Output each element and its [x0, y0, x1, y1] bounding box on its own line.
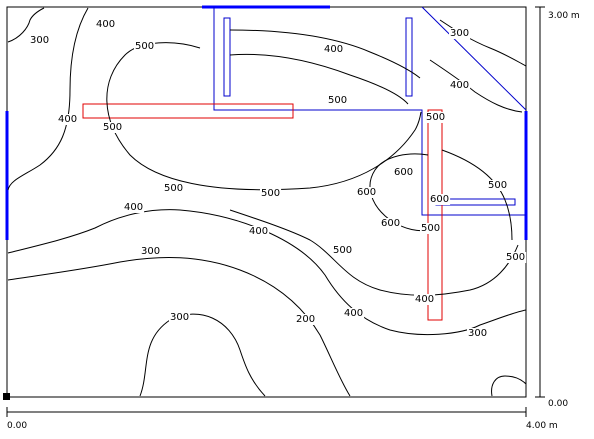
- y-dimension: [535, 6, 545, 398]
- contour-label: 400: [58, 114, 77, 125]
- isoline-500-top: [229, 53, 409, 105]
- contour-label: 400: [249, 226, 268, 237]
- contour-label-background: [429, 194, 451, 205]
- y-bottom-label: 0.00: [548, 399, 568, 409]
- contour-label: 300: [170, 312, 189, 323]
- contour-label: 600: [357, 187, 376, 198]
- shelf-right: [405, 17, 413, 97]
- furniture: [213, 6, 527, 216]
- isoline-300-topright: [439, 19, 527, 67]
- luminaire-horizontal: [82, 103, 294, 119]
- contour-label-background: [29, 35, 51, 46]
- contour-label: 500: [164, 183, 183, 194]
- contour-label-background: [134, 41, 156, 52]
- contour-label-background: [248, 226, 270, 237]
- contour-label: 500: [333, 245, 352, 256]
- isoline-400-top: [229, 29, 421, 79]
- contour-label: 500: [426, 112, 445, 123]
- contour-label-background: [323, 44, 345, 55]
- contour-label-background: [295, 314, 317, 325]
- contour-label: 500: [328, 95, 347, 106]
- x-dimension: [6, 407, 527, 417]
- contour-label: 600: [430, 194, 449, 205]
- contour-label: 400: [96, 19, 115, 30]
- contour-label-background: [380, 218, 402, 229]
- contour-label-background: [102, 122, 124, 133]
- contour-label: 300: [30, 35, 49, 46]
- contour-label-background: [95, 19, 117, 30]
- contour-label-background: [420, 223, 442, 234]
- isoline-300-bottomright: [491, 375, 527, 397]
- contour-label-background: [449, 80, 471, 91]
- y-top-label: 3.00 m: [548, 11, 580, 21]
- contour-label: 600: [394, 167, 413, 178]
- isoline-500-right: [441, 149, 513, 241]
- contour-label-background: [260, 188, 282, 199]
- shelf-left: [223, 17, 231, 97]
- contour-label: 500: [421, 223, 440, 234]
- contour-label: 400: [344, 308, 363, 319]
- contour-label: 400: [324, 44, 343, 55]
- diagonal-wall: [421, 6, 527, 111]
- contour-label-background: [487, 180, 509, 191]
- contour-label: 500: [488, 180, 507, 191]
- x-end-label: 4.00 m: [526, 421, 558, 431]
- contour-label: 300: [141, 246, 160, 257]
- contour-label: 600: [381, 218, 400, 229]
- contour-label-background: [425, 112, 447, 123]
- contour-label-background: [123, 202, 145, 213]
- isoline-200: [139, 313, 266, 397]
- contour-labels: 300 400 500 400 500 400 500 300 400 500 …: [29, 19, 527, 339]
- contour-label: 500: [506, 252, 525, 263]
- contour-label-background: [467, 328, 489, 339]
- contour-label-background: [163, 183, 185, 194]
- contour-label: 400: [415, 294, 434, 305]
- contour-label: 500: [103, 122, 122, 133]
- contour-label-background: [169, 312, 191, 323]
- origin-marker: [3, 393, 10, 400]
- x-start-label: 0.00: [7, 421, 27, 431]
- contour-label-background: [327, 95, 349, 106]
- luminaire-vertical: [427, 109, 443, 321]
- isoline-300-middle: [7, 256, 351, 397]
- contour-label: 300: [468, 328, 487, 339]
- isoline-500-left: [106, 42, 422, 191]
- contour-label-background: [332, 245, 354, 256]
- contour-label: 400: [450, 80, 469, 91]
- contour-label-background: [393, 167, 415, 178]
- contour-label-background: [414, 294, 436, 305]
- isoline-400-left: [7, 7, 89, 191]
- contour-label-background: [505, 252, 527, 263]
- contour-label-background: [140, 246, 162, 257]
- contour-label: 500: [261, 188, 280, 199]
- contour-label: 500: [135, 41, 154, 52]
- contour-label-background: [57, 114, 79, 125]
- windows: [5, 5, 528, 240]
- contour-label: 200: [296, 314, 315, 325]
- isolines: [7, 7, 527, 397]
- isoline-400-topright: [429, 59, 523, 113]
- contour-label: 300: [450, 28, 469, 39]
- isoline-300-topleft: [7, 7, 45, 43]
- luminaires: [82, 103, 443, 321]
- contour-label-background: [343, 308, 365, 319]
- contour-label: 400: [124, 202, 143, 213]
- partition-wall: [213, 7, 526, 216]
- contour-label-background: [449, 28, 471, 39]
- isoline-500-lower: [229, 209, 519, 296]
- contour-label-background: [356, 187, 378, 198]
